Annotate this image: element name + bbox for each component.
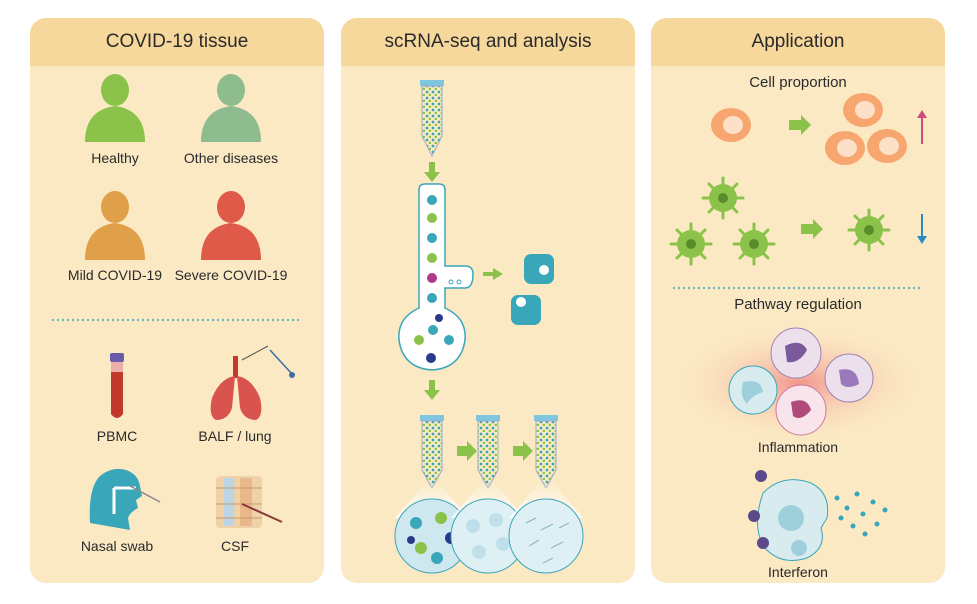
cytokine-dots — [834, 491, 888, 537]
microfluidic-chip-icon — [398, 183, 474, 371]
down-arrow-icon — [917, 214, 927, 244]
arrow-icon — [424, 162, 440, 182]
cell-icon — [728, 327, 874, 436]
label-inflammation: Inflammation — [757, 439, 839, 455]
arrow-icon — [801, 219, 823, 239]
cell-icon — [711, 108, 751, 142]
lungs-icon — [210, 345, 295, 420]
arrow-icon — [457, 441, 477, 461]
up-arrow-icon — [917, 110, 927, 144]
bead-icon — [511, 254, 554, 325]
label-severe: Severe COVID-19 — [174, 267, 288, 283]
panel-title-application: Application — [651, 18, 945, 66]
tube-icon — [110, 353, 124, 418]
arrow-icon — [424, 380, 440, 400]
tissue-artwork — [52, 74, 302, 530]
panel-title-tissue: COVID-19 tissue — [30, 18, 324, 66]
label-interferon: Interferon — [768, 564, 828, 580]
panel-title-seq: scRNA-seq and analysis — [341, 18, 635, 66]
seq-artwork — [394, 80, 584, 574]
scrnaseq-panel: scRNA-seq and analysis — [341, 18, 635, 583]
application-artwork — [669, 93, 929, 561]
cell-icon — [825, 93, 907, 165]
label-healthy: Healthy — [91, 150, 139, 166]
label-mild: Mild COVID-19 — [67, 267, 163, 283]
tube-icon — [450, 415, 526, 574]
covid-tissue-panel: COVID-19 tissue — [30, 18, 324, 583]
tube-icon — [420, 80, 444, 158]
spine-icon — [216, 476, 283, 528]
inflammation-glow — [669, 323, 929, 443]
label-cell-proportion: Cell proportion — [749, 74, 847, 91]
cell-icon — [748, 470, 829, 561]
tube-icon — [508, 415, 584, 574]
arrow-icon — [483, 268, 503, 280]
label-nasal-swab: Nasal swab — [80, 538, 154, 554]
label-pbmc: PBMC — [96, 428, 138, 444]
arrow-icon — [789, 115, 811, 135]
label-pathway-regulation: Pathway regulation — [734, 296, 862, 313]
head-icon — [89, 468, 161, 530]
person-icon-mild — [85, 191, 145, 260]
cell-icon — [669, 176, 891, 266]
person-icon-severe — [201, 191, 261, 260]
person-icon-other — [201, 74, 261, 142]
label-balf: BALF / lung — [198, 428, 272, 444]
label-csf: CSF — [221, 538, 249, 554]
label-other-diseases: Other diseases — [183, 150, 279, 166]
person-icon-healthy — [85, 74, 145, 142]
application-panel: Application — [651, 18, 945, 583]
arrow-icon — [513, 441, 533, 461]
